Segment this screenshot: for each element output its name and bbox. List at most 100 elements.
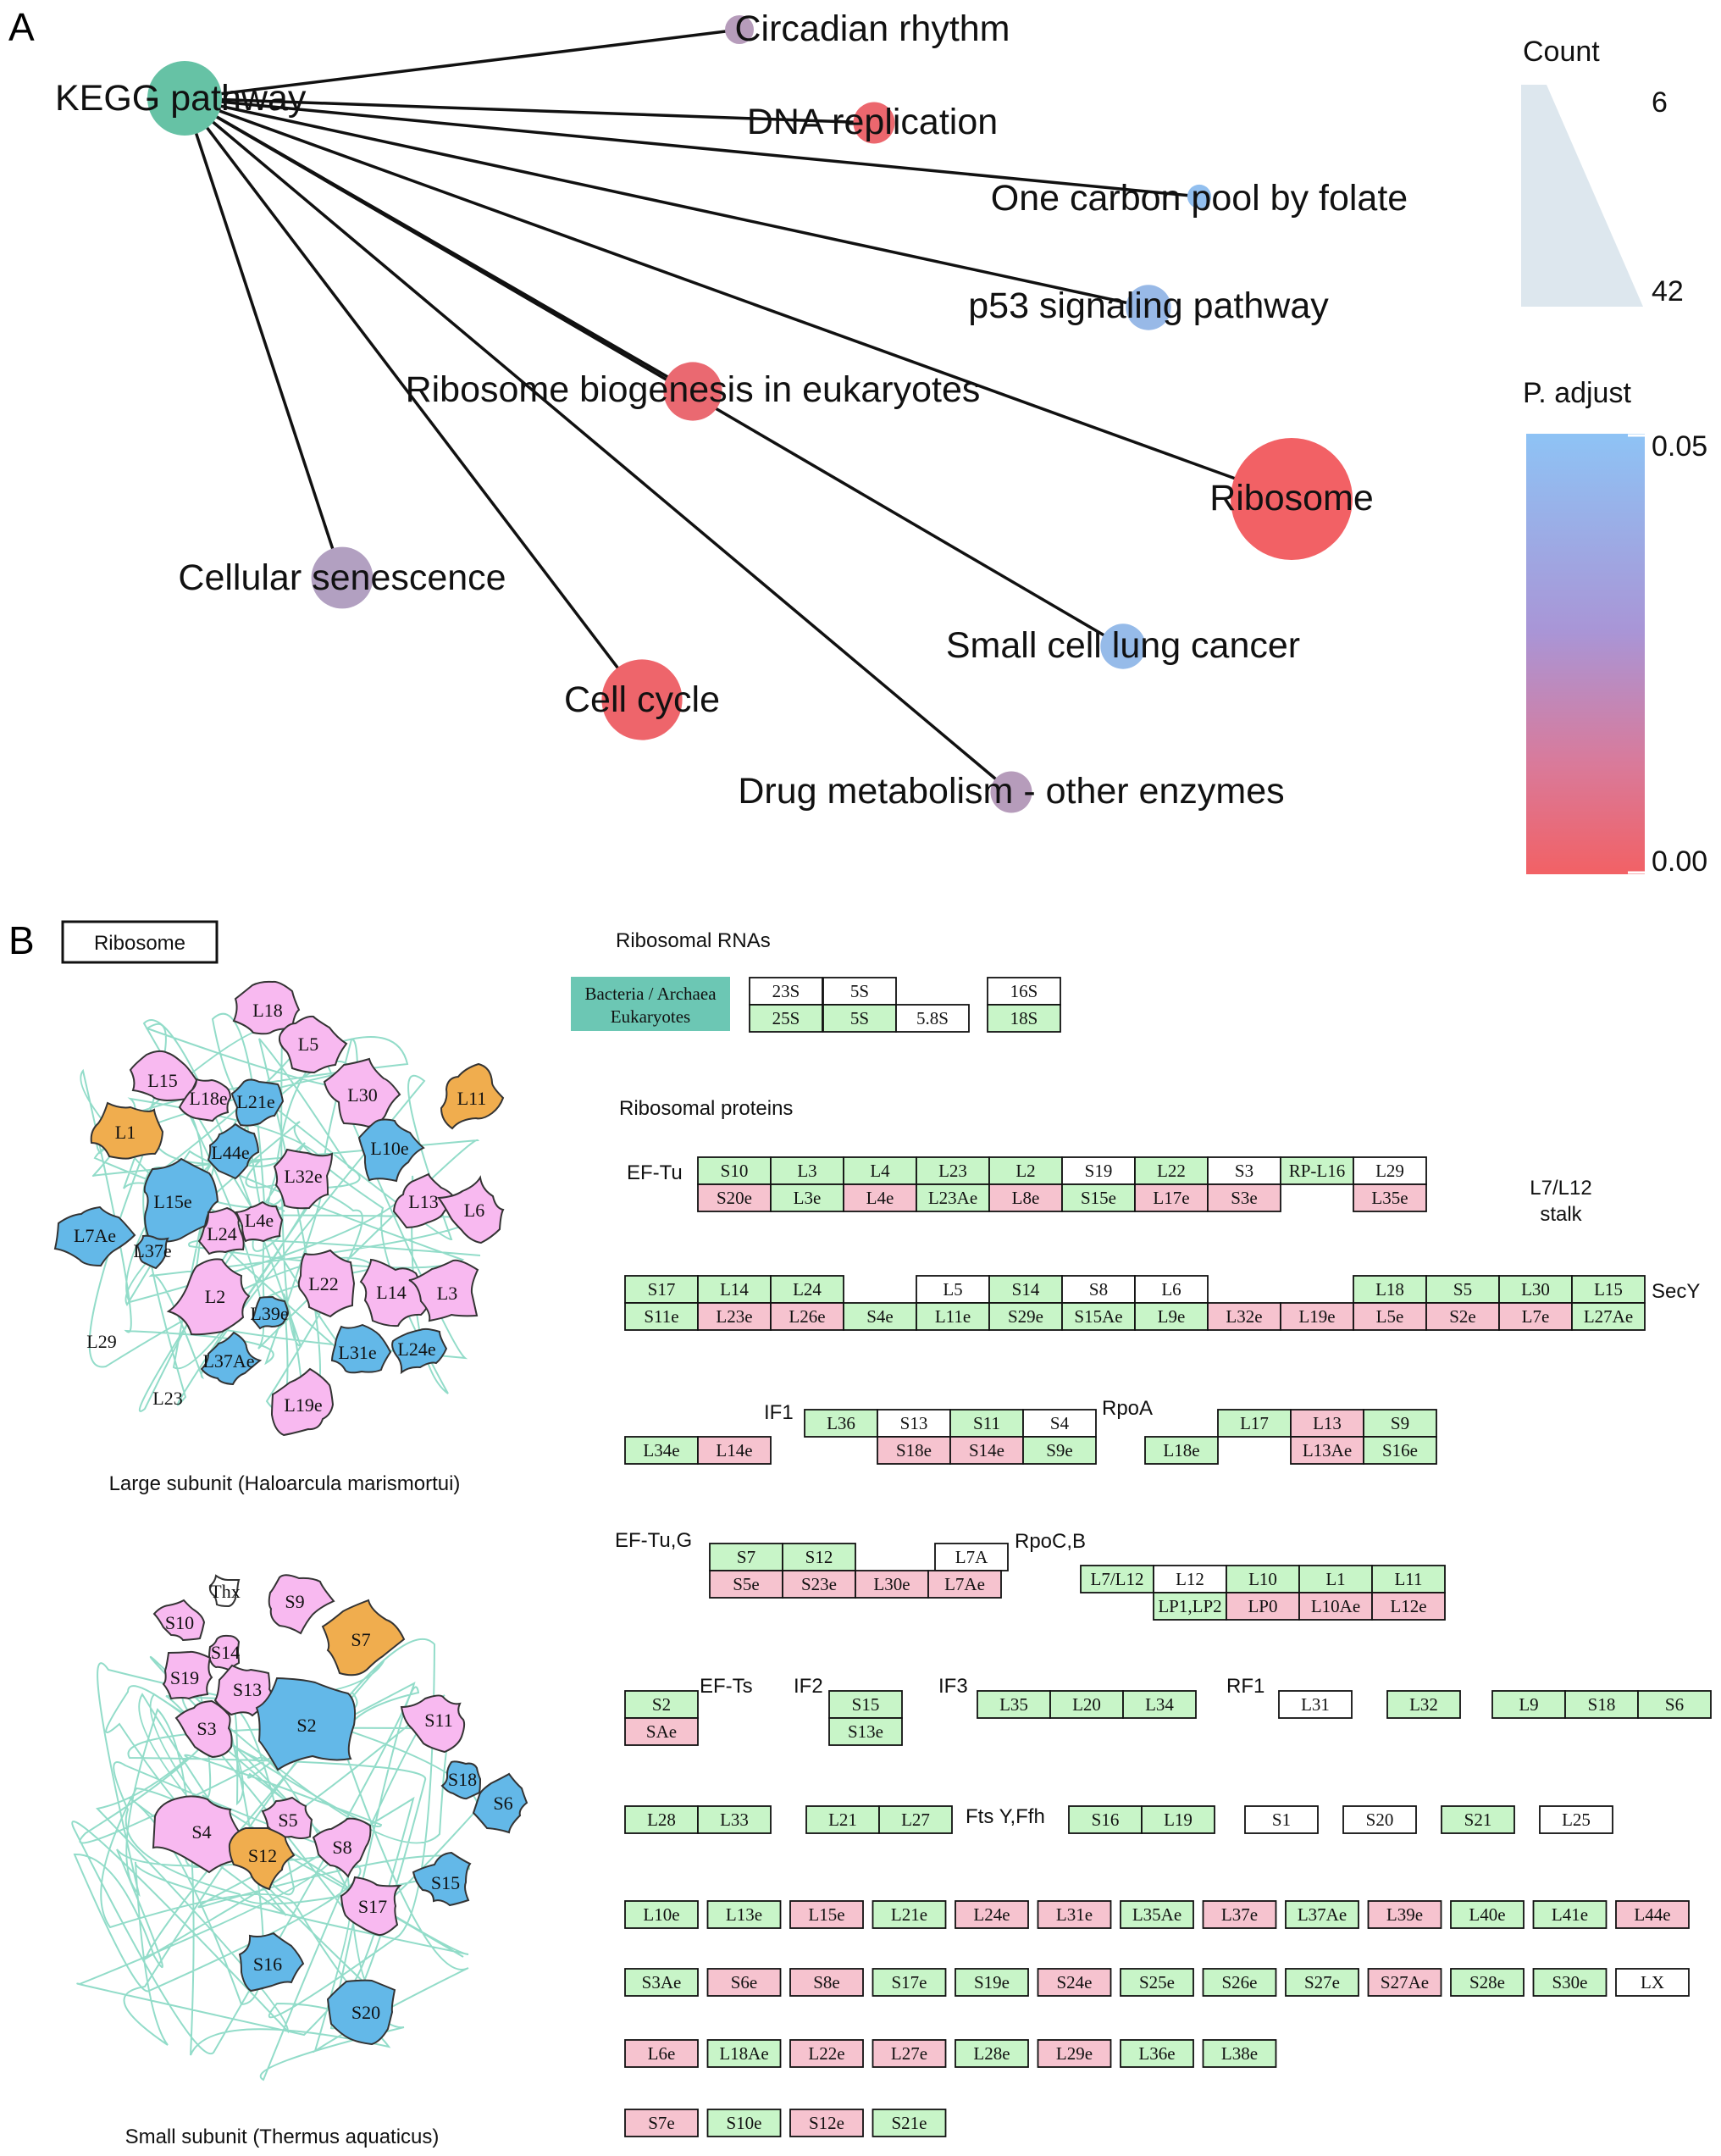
- large-protein-label-l14: L14: [376, 1282, 406, 1303]
- ann-if2: IF2: [794, 1675, 823, 1698]
- gene-box-5-8s: [895, 1004, 970, 1033]
- gene-label-s27ae: S27Ae: [1381, 1972, 1429, 1992]
- node-cell-cycle: [601, 659, 683, 740]
- label-ribosome-biogenesis-in-eukaryotes: Ribosome biogenesis in eukaryotes: [406, 369, 981, 410]
- rna-legend-bacteria: Bacteria / Archaea: [584, 984, 717, 1004]
- large-protein-label-l37ae: L37Ae: [202, 1350, 254, 1372]
- gene-box-l18ae: [706, 2039, 782, 2068]
- gene-box-l13e: [706, 1900, 782, 1929]
- gene-box-s26e: [1202, 1968, 1277, 1997]
- large-protein-l19e: [270, 1367, 335, 1437]
- gene-box-s9e: [1022, 1436, 1097, 1465]
- gene-label-s12: S12: [805, 1547, 833, 1567]
- gene-box-s17: [624, 1275, 699, 1304]
- gene-label-s8e: S8e: [813, 1972, 840, 1992]
- gene-label-rp-l16: RP-L16: [1289, 1161, 1346, 1181]
- large-protein-l11: [440, 1062, 505, 1130]
- gene-label-l39e: L39e: [1386, 1904, 1423, 1925]
- ann-ef-tu-g: EF-Tu,G: [615, 1529, 692, 1552]
- large-protein-l5: [278, 1015, 348, 1074]
- gene-label-s28e: S28e: [1469, 1972, 1505, 1992]
- gene-box-l6e: [624, 2039, 699, 2068]
- gene-label-s8: S8: [1089, 1279, 1108, 1300]
- gene-box-l13ae: [1290, 1436, 1364, 1465]
- gene-box-l37ae: [1285, 1900, 1359, 1929]
- large-protein-label-l30: L30: [347, 1084, 377, 1106]
- small-protein-s17: [340, 1876, 402, 1937]
- gene-box-s29e: [988, 1302, 1063, 1331]
- large-protein-label-l15: L15: [147, 1070, 177, 1091]
- gene-label-l23e: L23e: [716, 1306, 752, 1327]
- node-cellular-senescence: [311, 546, 374, 609]
- gene-label-l5: L5: [943, 1279, 962, 1300]
- gene-label-l31e: L31e: [1056, 1904, 1093, 1925]
- large-protein-label-l2: L2: [205, 1286, 225, 1307]
- gene-box-s27e: [1285, 1968, 1359, 1997]
- ann-l7l12-stalk-2: stalk: [1540, 1203, 1582, 1226]
- small-protein-label-s14: S14: [211, 1642, 240, 1663]
- gene-box-l30e: [855, 1570, 929, 1599]
- gene-box-l8e: [988, 1183, 1063, 1212]
- gene-label-s20: S20: [1366, 1810, 1394, 1830]
- small-protein-s8: [312, 1817, 372, 1878]
- small-protein-label-s17: S17: [358, 1896, 387, 1917]
- gene-label-l37ae: L37Ae: [1298, 1904, 1347, 1925]
- gene-label-s11: S11: [973, 1413, 1000, 1433]
- gene-label-s20e: S20e: [717, 1188, 752, 1208]
- gene-label-s3ae: S3Ae: [642, 1972, 682, 1992]
- large-protein-label-l10e: L10e: [370, 1138, 408, 1159]
- gene-label-l35ae: L35Ae: [1132, 1904, 1181, 1925]
- gene-label-l21: L21: [828, 1810, 857, 1830]
- gene-label-s10: S10: [721, 1161, 749, 1181]
- gene-box-l3e: [770, 1183, 844, 1212]
- large-protein-label-l22: L22: [308, 1273, 338, 1294]
- gene-box-l23e: [697, 1302, 772, 1331]
- small-protein-s12: [228, 1827, 296, 1891]
- large-protein-label-l39e: L39e: [250, 1303, 288, 1324]
- gene-label-l30e: L30e: [873, 1574, 910, 1594]
- node-p53-signaling-pathway: [1126, 285, 1171, 330]
- small-protein-s16: [238, 1932, 305, 1992]
- label-one-carbon-pool-by-folate: One carbon pool by folate: [991, 178, 1408, 219]
- small-subunit-caption: Small subunit (Thermus aquaticus): [125, 2126, 440, 2148]
- gene-label-l34: L34: [1145, 1694, 1174, 1715]
- large-protein-l32e: [273, 1148, 334, 1210]
- large-protein-label-l18e: L18e: [189, 1088, 227, 1109]
- gene-label-l8e: L8e: [1012, 1188, 1040, 1208]
- gene-box-s15: [828, 1690, 903, 1719]
- gene-label-lx: LX: [1641, 1972, 1664, 1992]
- gene-box-l40e: [1450, 1900, 1525, 1929]
- gene-label-l12e: L12e: [1390, 1596, 1426, 1616]
- gene-box-l9e: [1134, 1302, 1209, 1331]
- gene-label-l25: L25: [1562, 1810, 1591, 1830]
- gene-label-s14: S14: [1012, 1279, 1040, 1300]
- gene-box-l27ae: [1571, 1302, 1646, 1331]
- gene-label-s2: S2: [652, 1694, 671, 1715]
- gene-box-18s: [987, 1004, 1061, 1033]
- gene-label-l27e: L27e: [891, 2043, 927, 2064]
- network-edges: [183, 28, 1292, 794]
- gene-label-l14e: L14e: [716, 1440, 752, 1460]
- large-protein-label-l32e: L32e: [284, 1166, 322, 1187]
- gene-box-l32: [1386, 1690, 1461, 1719]
- gene-label-l28e: L28e: [973, 2043, 1010, 2064]
- gene-label-l29e: L29e: [1056, 2043, 1093, 2064]
- gene-label-l12: L12: [1176, 1569, 1204, 1589]
- small-protein-label-s5: S5: [278, 1810, 297, 1831]
- gene-label-s26e: S26e: [1222, 1972, 1258, 1992]
- large-protein-l24: [197, 1206, 245, 1255]
- gene-box-l10: [1226, 1565, 1300, 1593]
- small-protein-s20: [326, 1979, 396, 2046]
- ribosome-title: Ribosome: [94, 932, 185, 955]
- large-subunit-caption: Large subunit (Haloarcula marismortui): [109, 1472, 461, 1495]
- gene-label-l30: L30: [1521, 1279, 1550, 1300]
- gene-box-s30e: [1532, 1968, 1608, 1997]
- gene-box-s3ae: [624, 1968, 699, 1997]
- gene-label-l40e: L40e: [1469, 1904, 1505, 1925]
- small-protein-label-s6: S6: [493, 1793, 512, 1814]
- gene-label-l18ae: L18Ae: [719, 2043, 768, 2064]
- gene-box-s8e: [789, 1968, 864, 1997]
